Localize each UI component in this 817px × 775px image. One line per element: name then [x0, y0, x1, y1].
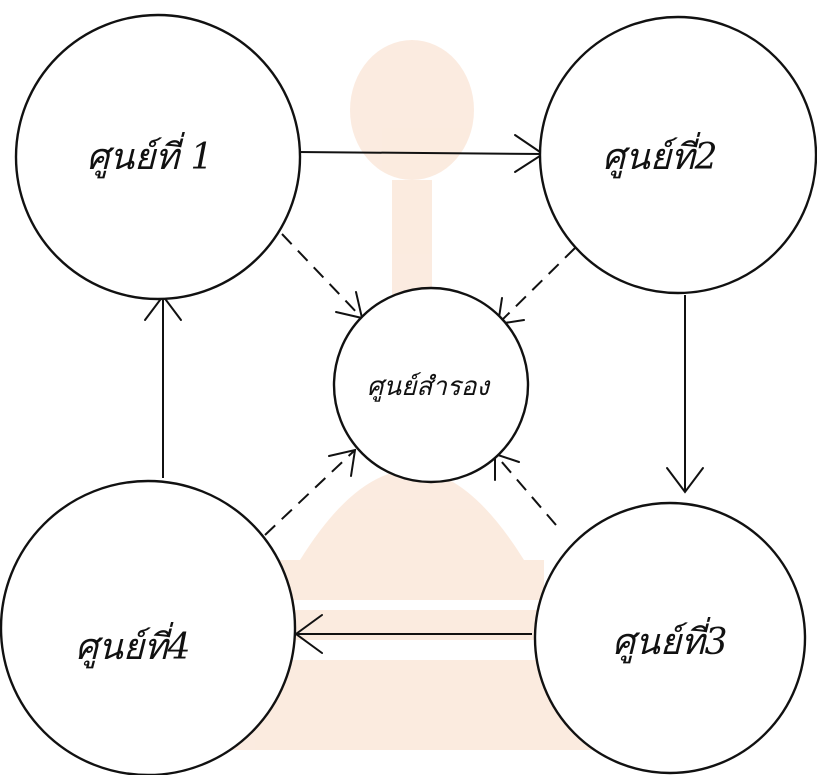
edge-4-to-hub [264, 449, 356, 536]
node-center-1-label: ศูนย์ที่ 1 [87, 131, 214, 179]
edge-1-to-2 [296, 151, 544, 155]
node-hub-label: ศูนย์สำรอง [367, 372, 492, 402]
node-center-2-label: ศูนย์ที่2 [602, 131, 717, 179]
node-center-3: ศูนย์ที่3 [533, 501, 807, 775]
edge-3-to-hub [494, 453, 557, 526]
node-center-1: ศูนย์ที่ 1 [14, 13, 302, 301]
node-center-2: ศูนย์ที่2 [538, 15, 817, 295]
edge-2-to-hub [497, 247, 576, 325]
node-hub: ศูนย์สำรอง [332, 286, 530, 484]
node-center-4: ศูนย์ที่4 [0, 479, 297, 775]
edge-1-to-hub [281, 233, 363, 319]
node-center-4-label: ศูนย์ที่4 [75, 621, 190, 669]
node-center-3-label: ศูนย์ที่3 [612, 616, 727, 664]
arrowhead-4-to-hub [328, 448, 357, 477]
arrowhead-2-to-3 [666, 467, 704, 494]
